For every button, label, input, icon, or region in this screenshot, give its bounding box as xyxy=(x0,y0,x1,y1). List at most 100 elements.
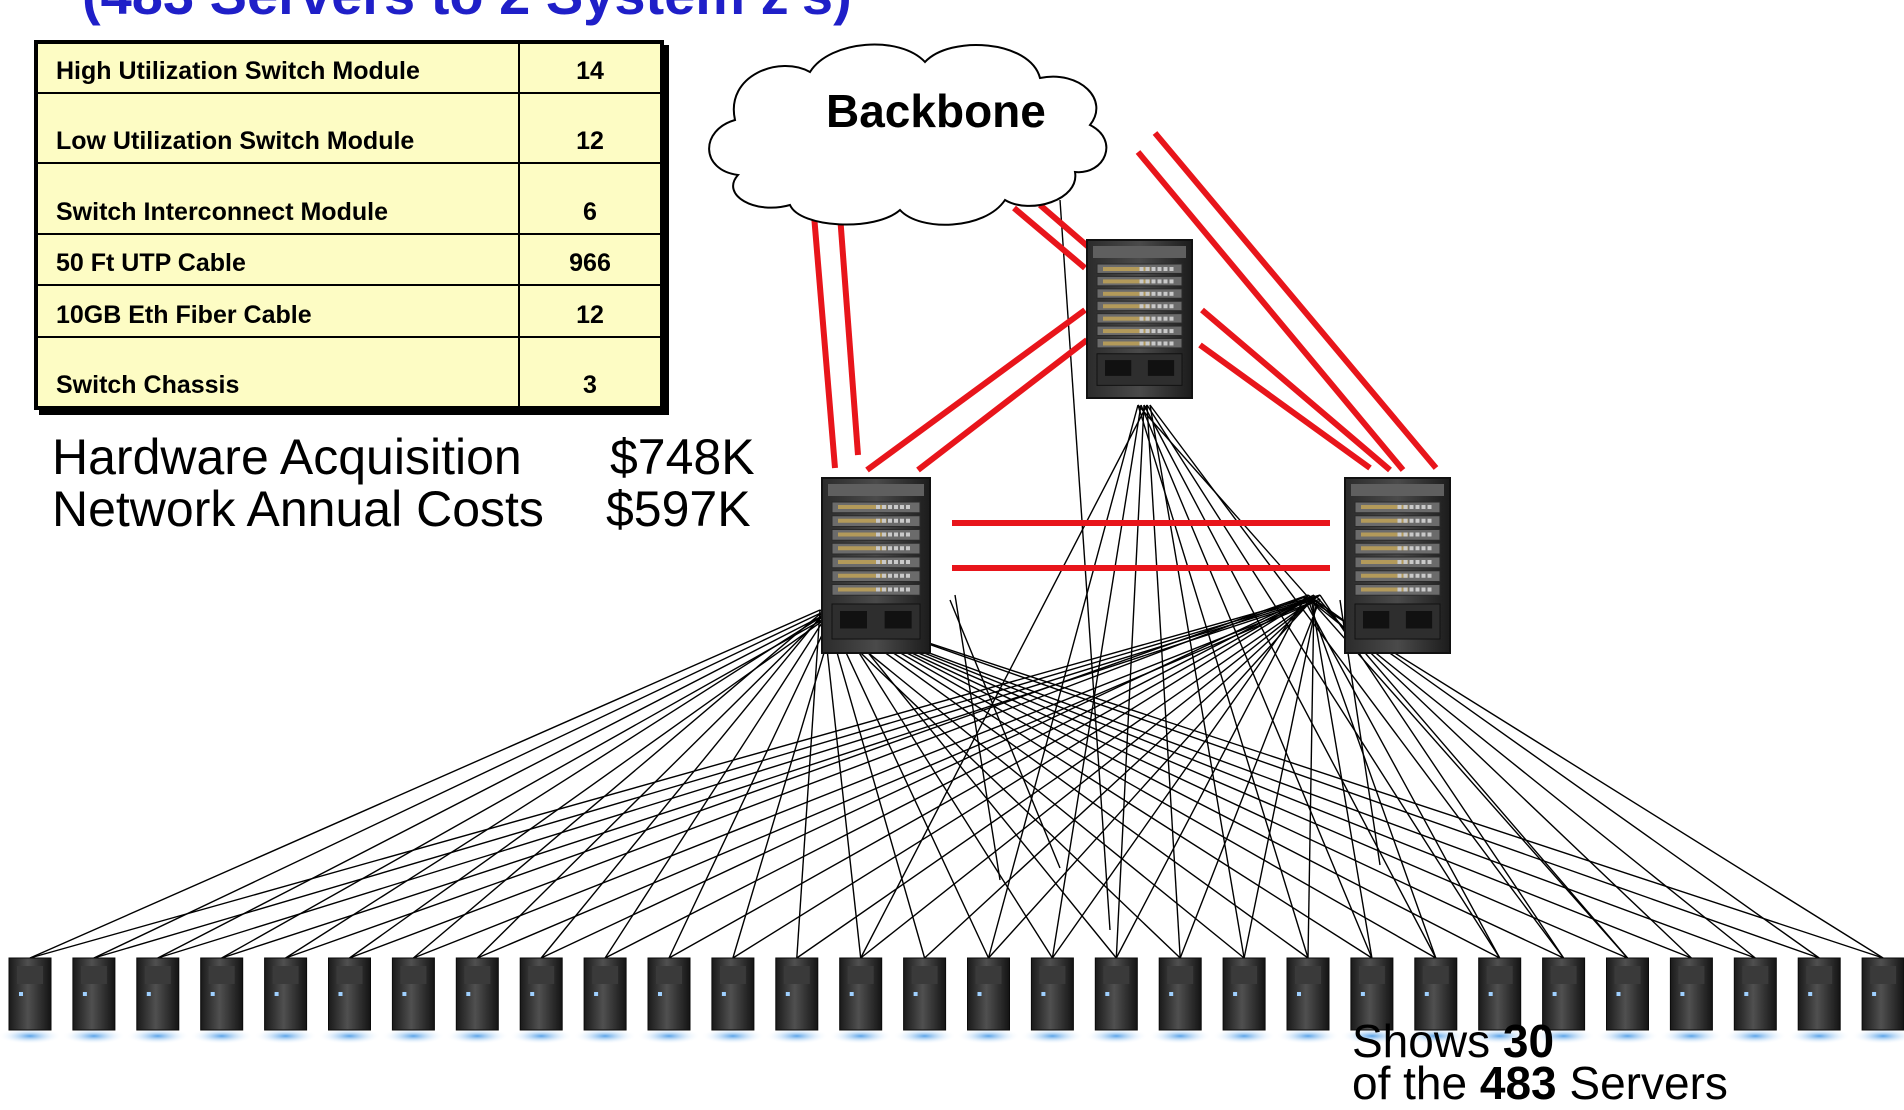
bom-quantity: 12 xyxy=(518,91,663,165)
server-link-line xyxy=(860,404,1148,959)
server-tower-icon xyxy=(1212,957,1276,1044)
server-count-caption: Shows 30 of the 483 Servers xyxy=(1352,1015,1728,1106)
server-link-line xyxy=(285,609,833,959)
server-tower-icon xyxy=(1340,957,1404,1044)
server-link-line xyxy=(834,615,1501,959)
server-link-line xyxy=(476,615,824,959)
server-link-line xyxy=(825,613,1692,959)
server-tower-icon xyxy=(1659,957,1723,1044)
switch-chassis-left-icon xyxy=(821,477,931,654)
redundant-link-line xyxy=(865,307,1087,473)
server-link-line xyxy=(1051,594,1309,959)
server-link-line xyxy=(540,609,827,959)
server-link-line xyxy=(1137,404,1309,959)
server-link-line xyxy=(825,613,926,959)
server-link-line xyxy=(157,613,827,959)
server-link-group xyxy=(29,199,1884,959)
server-link-line xyxy=(1310,596,1373,959)
hardware-acquisition-cost: Hardware Acquisition $748K xyxy=(52,428,755,486)
server-link-line xyxy=(825,609,1309,959)
server-link-line xyxy=(796,609,821,959)
server-link-line xyxy=(29,609,821,959)
server-link-line xyxy=(1115,596,1306,959)
bom-quantity: 14 xyxy=(518,41,663,94)
server-link-line xyxy=(1307,594,1315,959)
server-tower-icon xyxy=(0,957,62,1044)
server-tower-icon xyxy=(1020,957,1084,1044)
shown-server-count: 30 xyxy=(1502,1015,1555,1067)
server-link-line xyxy=(949,599,1061,869)
server-link-line xyxy=(1143,404,1437,959)
server-link-line xyxy=(1304,600,1501,959)
server-link-line xyxy=(819,613,1181,959)
server-link-line xyxy=(221,615,830,959)
server-tower-icon xyxy=(318,957,381,1044)
server-tower-icon xyxy=(1723,957,1787,1044)
server-tower-icon xyxy=(957,957,1020,1044)
server-link-line xyxy=(1307,594,1820,959)
redundant-link-line xyxy=(811,214,838,469)
server-link-line xyxy=(1313,598,1692,959)
server-link-line xyxy=(93,611,824,959)
server-link-line xyxy=(1316,596,1629,959)
server-tower-icon xyxy=(1851,957,1904,1044)
server-tower-icon xyxy=(1787,957,1851,1044)
switch-chassis-top-icon xyxy=(1086,239,1193,399)
server-link-line xyxy=(831,609,1053,959)
network-annual-label: Network Annual Costs xyxy=(52,481,544,537)
bom-quantity: 966 xyxy=(518,233,663,286)
server-link-line xyxy=(1179,598,1321,959)
redundant-link-line xyxy=(1135,150,1406,472)
server-link-line xyxy=(604,611,830,959)
server-tower-icon xyxy=(1148,957,1212,1044)
bom-item: High Utilization Switch Module xyxy=(35,41,520,94)
server-link-line xyxy=(1051,404,1142,959)
server-link-line xyxy=(1243,600,1318,959)
server-link-line xyxy=(831,613,1437,959)
network-annual-value: $597K xyxy=(606,481,751,537)
server-link-line xyxy=(477,600,1318,959)
server-tower-icon xyxy=(445,957,509,1044)
server-link-line xyxy=(831,609,1820,959)
backbone-label: Backbone xyxy=(826,85,1046,137)
server-tower-icon xyxy=(254,957,318,1044)
server-link-line xyxy=(796,594,1321,959)
server-tower-icon xyxy=(829,957,893,1044)
redundant-link-line xyxy=(1038,202,1094,253)
bom-item: Low Utilization Switch Module xyxy=(35,91,520,165)
server-link-line xyxy=(29,594,1321,959)
server-link-line xyxy=(668,598,1309,959)
server-tower-icon xyxy=(126,957,190,1044)
server-tower-icon xyxy=(1532,957,1596,1044)
caption-line-1: Shows 30 xyxy=(1352,1015,1555,1067)
server-link-line xyxy=(954,594,1001,881)
server-link-line xyxy=(828,615,990,959)
bom-quantity: 6 xyxy=(518,162,663,236)
server-link-line xyxy=(412,613,821,959)
redundant-link-line xyxy=(1200,307,1392,473)
redundant-link-group xyxy=(811,131,1439,571)
server-tower-icon xyxy=(1276,957,1340,1044)
server-row xyxy=(0,957,1904,1044)
server-link-line xyxy=(1310,600,1756,959)
server-link-line xyxy=(157,598,1315,959)
server-link-line xyxy=(1304,596,1884,959)
server-tower-icon xyxy=(573,957,637,1044)
bom-item: 10GB Eth Fiber Cable xyxy=(35,283,520,339)
server-link-line xyxy=(732,615,836,959)
bom-item: 50 Ft UTP Cable xyxy=(35,233,520,286)
redundant-link-line xyxy=(1198,342,1372,471)
server-link-line xyxy=(1307,598,1437,959)
network-annual-cost: Network Annual Costs $597K xyxy=(52,480,751,538)
server-link-line xyxy=(1137,404,1629,959)
server-tower-icon xyxy=(190,957,254,1044)
server-link-line xyxy=(349,596,1306,959)
server-tower-icon xyxy=(381,957,445,1044)
server-link-line xyxy=(1146,404,1181,959)
server-link-line xyxy=(413,598,1321,959)
